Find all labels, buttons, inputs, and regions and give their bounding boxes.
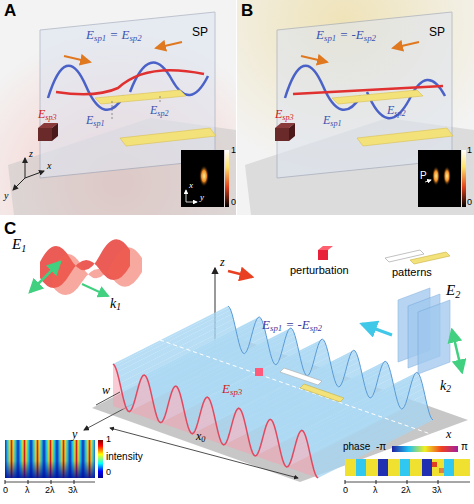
panel-letter: B [241, 2, 253, 21]
axis-label: z [220, 256, 225, 269]
field-label: Esp2 [150, 104, 169, 117]
axis-tick: λ [25, 486, 30, 496]
field-label: Esp3 [222, 382, 242, 396]
legend-text: perturbation [290, 264, 349, 276]
axis-label: x [189, 181, 193, 191]
colorbar-tick: 0 [467, 198, 472, 208]
axis-tick: 2λ [401, 486, 411, 496]
feature-label: P [420, 170, 427, 181]
colorbar-title: phase [343, 441, 370, 452]
legend-text: patterns [392, 266, 432, 278]
wave-front-face [113, 364, 318, 478]
field-relation: Esp1 = -Esp2 [316, 28, 376, 42]
plane-label: SP [429, 26, 445, 39]
field-label: E1 [12, 236, 26, 253]
dimension-label: x0 [196, 430, 205, 443]
axis-label: y [4, 190, 8, 201]
colorbar-tick: 1 [231, 146, 236, 156]
colorbar-tick: 0 [106, 468, 111, 478]
field-label: Esp3 [38, 108, 57, 121]
axis-label: x [47, 160, 51, 171]
dimension-label: w [102, 384, 110, 397]
colorbar-tick: 1 [106, 435, 111, 445]
axis-label: y [72, 428, 77, 441]
wave-front-edge [113, 364, 318, 478]
panel-b-scene [237, 0, 474, 215]
axis-tick: 0 [3, 486, 8, 496]
axis-label: x [446, 428, 451, 441]
colorbar-title: intensity [106, 451, 143, 462]
field-label: Esp2 [387, 104, 406, 117]
field-relation: Esp1 = -Esp2 [262, 318, 322, 332]
axis-tick: λ [373, 486, 378, 496]
panel-a-scene [0, 0, 236, 215]
axis-tick: 3λ [432, 486, 442, 496]
colorbar-tick: 1 [467, 146, 472, 156]
wavevector-label: k2 [440, 378, 451, 393]
axis-label: z [29, 148, 33, 159]
panel-letter: C [4, 220, 16, 239]
wavevector-label: k1 [110, 296, 121, 311]
field-label: Esp1 [323, 114, 342, 127]
field-relation: Esp1 = Esp2 [86, 28, 142, 42]
field-label: E2 [446, 282, 460, 299]
wave-strip [311, 401, 427, 465]
axis-label: y [200, 193, 204, 203]
colorbar-tick: π [461, 441, 468, 452]
axis-tick: 3λ [68, 486, 78, 496]
plane-label: SP [192, 26, 208, 39]
panel-letter: A [4, 2, 16, 21]
colorbar-tick: -π [376, 441, 386, 452]
panel-c-scene [5, 239, 470, 484]
field-label: Esp3 [275, 108, 294, 121]
axis-tick: 2λ [45, 486, 55, 496]
colorbar-tick: 0 [231, 198, 236, 208]
axis-tick: 0 [343, 486, 348, 496]
field-label: Esp1 [86, 114, 105, 127]
